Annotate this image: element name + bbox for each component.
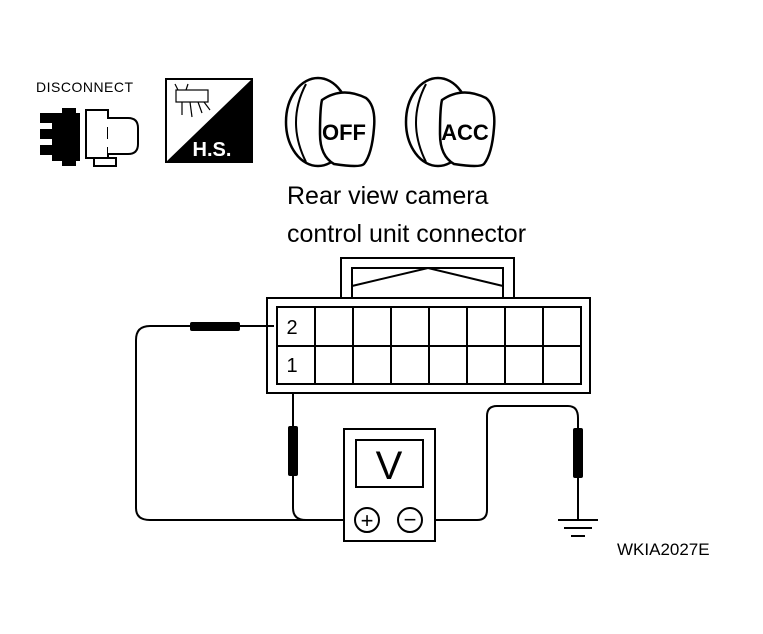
- harness-side-icon: H.S.: [165, 78, 253, 163]
- probe-ground: [573, 428, 583, 478]
- ignition-off-icon: OFF: [284, 76, 376, 168]
- connector-title-line-2: control unit connector: [287, 220, 527, 248]
- key-off-label: OFF: [322, 120, 366, 145]
- connector-pin-grid: [276, 306, 582, 385]
- disconnect-label: DISCONNECT: [36, 79, 134, 95]
- connector: 2 1: [266, 257, 591, 394]
- connector-title-line-1: Rear view camera: [287, 182, 489, 210]
- plus-terminal-icon: +: [354, 507, 380, 533]
- svg-text:+: +: [361, 508, 374, 533]
- key-acc-label: ACC: [441, 120, 489, 145]
- probe-pin-2: [190, 322, 274, 331]
- pin-1-label: 1: [286, 355, 297, 377]
- pin-2-label: 2: [286, 317, 297, 339]
- ignition-acc-icon: ACC: [404, 76, 496, 168]
- minus-terminal-icon: −: [397, 507, 423, 533]
- voltmeter: V + −: [343, 428, 436, 542]
- wires: [135, 325, 579, 521]
- svg-text:−: −: [404, 507, 417, 532]
- hs-label: H.S.: [193, 139, 232, 161]
- probe-pin-1: [288, 426, 298, 476]
- voltmeter-display: V: [376, 444, 403, 488]
- figure-code: WKIA2027E: [617, 540, 710, 559]
- ground-icon: [558, 498, 598, 537]
- disconnect-icon: DISCONNECT: [36, 79, 139, 167]
